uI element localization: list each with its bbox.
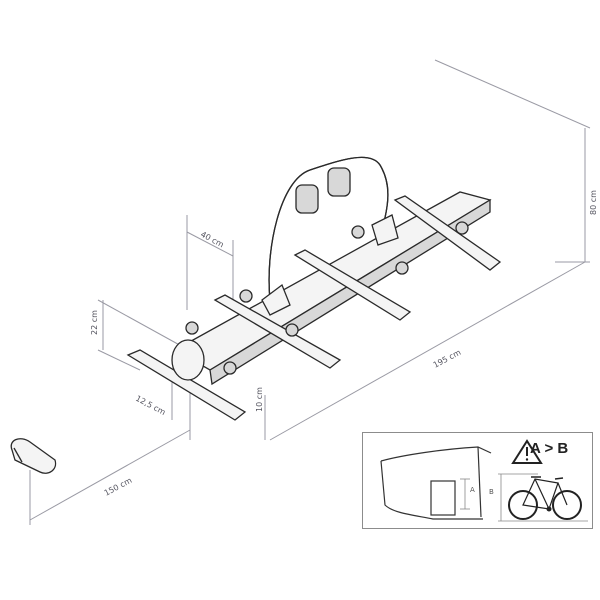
dim-10cm: 10 cm — [255, 387, 264, 412]
dim-80cm: 80 cm — [589, 190, 598, 215]
inset-drawing — [380, 439, 588, 522]
inset-warning-box — [362, 432, 593, 529]
bicycle-icon — [498, 473, 588, 522]
dim-40cm: 40 cm — [199, 230, 225, 250]
dimension-lines — [29, 59, 591, 525]
warning-label: A > B — [530, 440, 569, 457]
label-a: A — [470, 486, 475, 494]
warning-triangle-icon — [511, 439, 543, 464]
dim-22cm: 22 cm — [90, 310, 99, 335]
rack-body — [126, 156, 502, 421]
connector-detail — [10, 438, 57, 474]
dim-12-5cm: 12,5 cm — [134, 394, 167, 417]
label-b: B — [489, 488, 494, 496]
dim-150cm: 150 cm — [103, 476, 134, 498]
car-rear-icon — [380, 446, 492, 520]
dim-195cm: 195 cm — [432, 348, 463, 370]
